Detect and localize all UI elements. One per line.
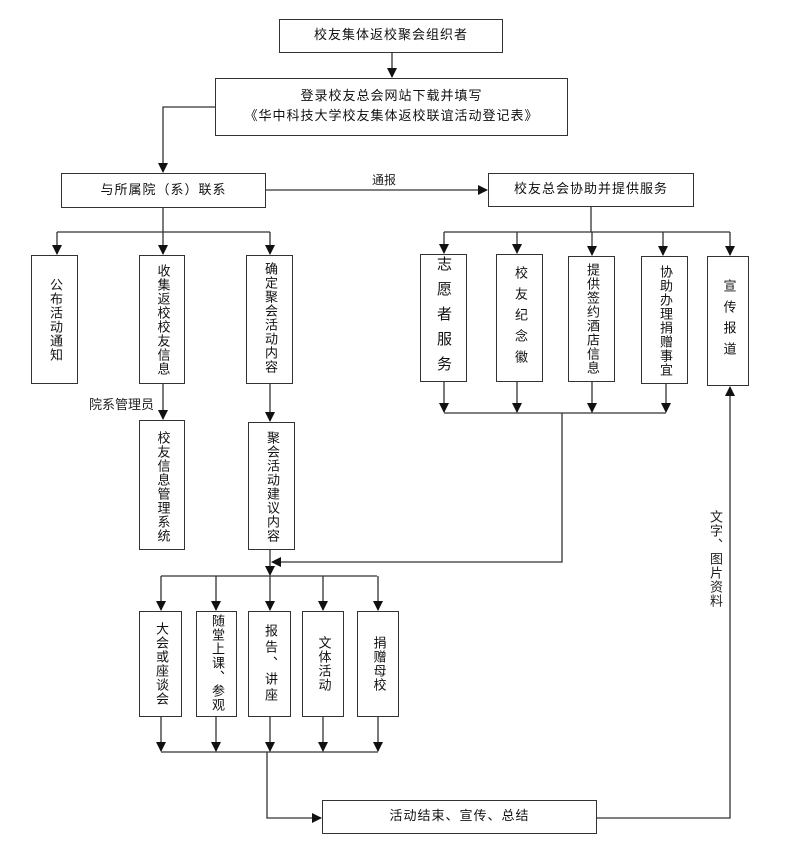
register-box: 登录校友总会网站下载并填写 《华中科技大学校友集体返校联谊活动登记表》 xyxy=(215,78,568,136)
contact-dept-label: 与所属院（系）联系 xyxy=(100,182,227,198)
end-label: 活动结束、宣传、总结 xyxy=(389,809,530,824)
dept-admin-label: 院系管理员 xyxy=(89,398,155,413)
end-box: 活动结束、宣传、总结 xyxy=(322,800,597,834)
publicity-box: 宣传报道 xyxy=(707,256,749,386)
volunteer-label: 志愿者服务 xyxy=(435,255,453,381)
badge-box: 校友纪念徽 xyxy=(496,254,543,382)
edge-activities-to-end xyxy=(266,752,322,823)
decide-content-label: 确定聚会活动内容 xyxy=(262,262,277,374)
publicity-label: 宣传报道 xyxy=(720,279,736,363)
sports-box: 文体活动 xyxy=(302,611,344,717)
meeting-label: 大会或座谈会 xyxy=(153,622,168,706)
sports-label: 文体活动 xyxy=(315,636,331,692)
publish-notice-label: 公布活动通知 xyxy=(47,277,62,362)
collect-info-box: 收集返校校友信息 xyxy=(139,255,185,384)
donate-box: 捐赠母校 xyxy=(357,611,399,717)
decide-content-box: 确定聚会活动内容 xyxy=(246,255,293,384)
badge-label: 校友纪念徽 xyxy=(512,265,527,371)
materials-label: 文字、图片资料 xyxy=(707,510,722,608)
info-system-box: 校友信息管理系统 xyxy=(139,420,185,550)
meeting-box: 大会或座谈会 xyxy=(139,611,182,717)
publish-notice-box: 公布活动通知 xyxy=(31,255,78,384)
suggested-content-box: 聚会活动建议内容 xyxy=(248,422,295,550)
lecture-box: 报告、讲座 xyxy=(248,611,291,717)
donation-help-label: 协助办理捐赠事宜 xyxy=(657,265,672,377)
donation-help-box: 协助办理捐赠事宜 xyxy=(641,256,688,384)
hotel-info-label: 提供签约酒店信息 xyxy=(584,263,599,375)
edge-services-to-activities xyxy=(271,413,563,567)
edge-end-to-publicity xyxy=(597,386,735,819)
donate-label: 捐赠母校 xyxy=(370,636,386,692)
organizer-box: 校友集体返校聚会组织者 xyxy=(279,19,503,53)
info-system-label: 校友信息管理系统 xyxy=(154,431,170,543)
register-label-line2: 《华中科技大学校友集体返校联谊活动登记表》 xyxy=(244,109,539,124)
alumni-assoc-box: 校友总会协助并提供服务 xyxy=(488,173,694,207)
volunteer-box: 志愿者服务 xyxy=(420,254,467,382)
class-visit-label: 随堂上课、参观 xyxy=(209,614,224,712)
suggested-content-label: 聚会活动建议内容 xyxy=(264,431,279,543)
register-label-line1: 登录校友总会网站下载并填写 xyxy=(300,89,483,104)
contact-dept-box: 与所属院（系）联系 xyxy=(61,173,266,208)
organizer-label: 校友集体返校聚会组织者 xyxy=(313,28,468,43)
collect-info-label: 收集返校校友信息 xyxy=(154,264,170,376)
hotel-info-box: 提供签约酒店信息 xyxy=(568,256,615,382)
alumni-assoc-label: 校友总会协助并提供服务 xyxy=(513,182,668,197)
class-visit-box: 随堂上课、参观 xyxy=(196,611,237,717)
edge-register-contact xyxy=(158,106,215,173)
notify-label: 通报 xyxy=(372,173,397,187)
lecture-label: 报告、讲座 xyxy=(262,624,277,704)
